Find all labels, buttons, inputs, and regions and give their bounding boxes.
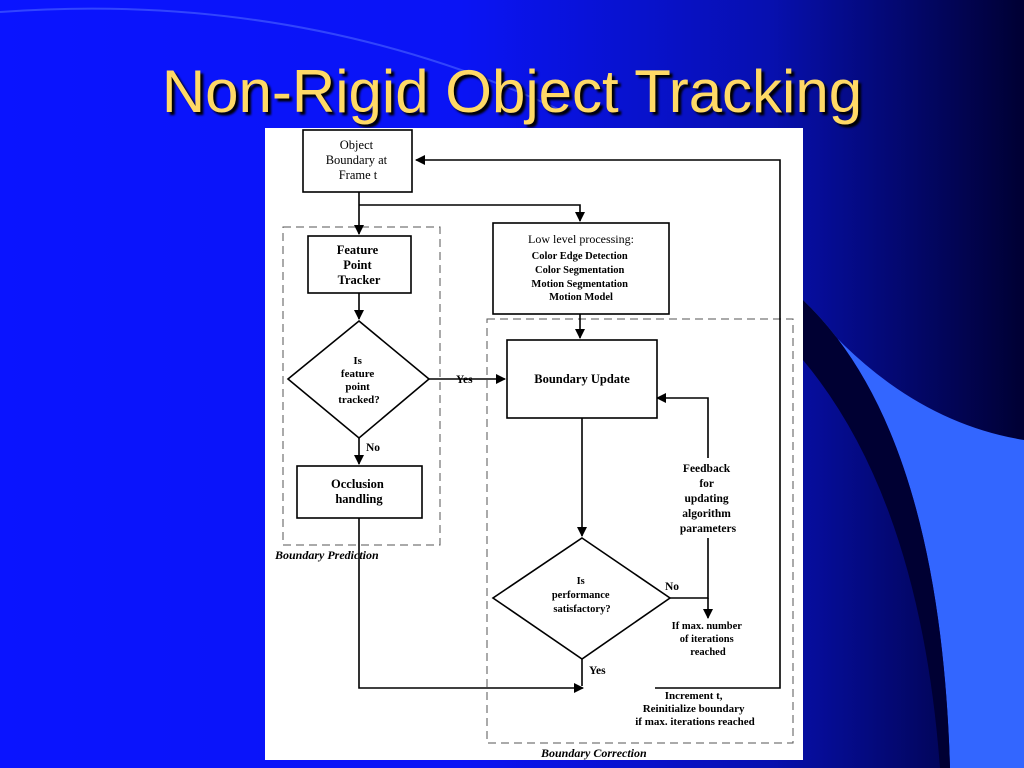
boundary-correction-region xyxy=(486,318,794,744)
caption-boundary-correction: Boundary Correction xyxy=(540,746,647,760)
svg-text:Color Edge Detection C: Color Edge Detection Color Segmentation … xyxy=(531,251,630,303)
right-swoosh xyxy=(803,300,1024,768)
increment-line-3: if max. iterations reached xyxy=(635,716,755,728)
svg-text:If max. number of iter: If max. number of iterations reached xyxy=(672,621,745,658)
object-boundary-line-3: Frame t xyxy=(339,168,378,182)
max-iterations-line-3: reached xyxy=(690,647,726,658)
label-no-performance: No xyxy=(665,581,679,593)
arrow-increment-to-object xyxy=(415,155,781,689)
svg-text:Is feature poi: Is feature point tracked? xyxy=(338,355,380,406)
feedback-line-4: algorithm xyxy=(682,508,731,520)
max-iterations-line-1: If max. number xyxy=(672,621,743,632)
tracked-decision-line-1: Is xyxy=(353,355,362,367)
svg-text:Object Boundary at: Object Boundary at Frame t xyxy=(326,138,391,182)
arrow-object-to-low-level xyxy=(359,204,585,222)
feedback-line-2: for xyxy=(699,478,714,490)
node-feature-tracked-decision: Is feature point tracked? xyxy=(286,319,431,440)
node-occlusion-handling: Occlusion handling xyxy=(296,465,423,519)
low-level-heading: Low level processing: xyxy=(528,232,634,246)
max-iterations-line-2: of iterations xyxy=(680,634,734,645)
flowchart-panel: Object Boundary at Frame t Feature Point… xyxy=(265,128,803,760)
performance-line-2: performance xyxy=(552,590,610,601)
low-level-item-1: Color Edge Detection xyxy=(532,251,628,262)
occlusion-line-1: Occlusion xyxy=(331,477,384,491)
node-object-boundary: Object Boundary at Frame t xyxy=(302,129,413,193)
low-level-item-2: Color Segmentation xyxy=(535,265,625,276)
label-yes-tracked: Yes xyxy=(456,374,473,386)
feedback-line-3: updating xyxy=(685,493,729,505)
tracked-decision-line-4: tracked? xyxy=(338,394,380,406)
performance-line-3: satisfactory? xyxy=(553,604,610,615)
svg-text:Boundary Update: Boundary Update xyxy=(534,372,630,386)
feature-tracker-line-3: Tracker xyxy=(338,273,381,287)
node-low-level-processing: Low level processing: Color Edge Detecti… xyxy=(492,222,670,315)
svg-text:Feedback for u: Feedback for updating algorithm paramete… xyxy=(680,463,737,535)
node-boundary-update: Boundary Update xyxy=(506,339,658,419)
low-level-item-3: Motion Segmentation xyxy=(531,279,628,290)
label-no-tracked: No xyxy=(366,442,380,454)
caption-boundary-prediction: Boundary Prediction xyxy=(274,548,379,562)
feature-tracker-line-2: Point xyxy=(343,258,372,272)
object-boundary-line-2: Boundary at xyxy=(326,153,388,167)
feature-tracker-line-1: Feature xyxy=(337,243,379,257)
low-level-item-4: Motion Model xyxy=(549,292,613,303)
svg-text:Occlusion handling: Occlusion handling xyxy=(331,477,387,506)
flowchart: Object Boundary at Frame t Feature Point… xyxy=(274,129,794,760)
tracked-decision-line-2: feature xyxy=(341,368,375,380)
svg-text:Feature Point: Feature Point Tracker xyxy=(337,243,382,287)
svg-text:Is performance: Is performance satisfactory? xyxy=(552,576,612,615)
node-feature-point-tracker: Feature Point Tracker xyxy=(307,235,412,294)
arrow-occlusion-to-increment xyxy=(358,518,584,693)
object-boundary-line-1: Object xyxy=(340,138,374,152)
right-swoosh-dark xyxy=(803,300,950,768)
tracked-decision-line-3: point xyxy=(345,381,370,393)
feedback-line-5: parameters xyxy=(680,523,737,535)
label-feedback: Feedback for updating algorithm paramete… xyxy=(663,458,753,538)
occlusion-line-2: handling xyxy=(335,492,383,506)
corner-highlight-swoosh xyxy=(0,7,561,111)
slide-title: Non-Rigid Object Tracking xyxy=(161,58,863,125)
increment-line-2: Reinitialize boundary xyxy=(643,703,745,715)
node-increment: Increment t, Reinitialize boundary if ma… xyxy=(635,690,755,728)
increment-line-1: Increment t, xyxy=(665,690,723,702)
performance-line-1: Is xyxy=(577,576,585,587)
node-performance-decision: Is performance satisfactory? xyxy=(491,537,672,660)
label-max-iterations: If max. number of iterations reached xyxy=(672,621,745,658)
boundary-update-label: Boundary Update xyxy=(534,372,630,386)
label-yes-performance: Yes xyxy=(589,665,606,677)
svg-text:Low level processing:: Low level processing: xyxy=(528,232,634,246)
svg-text:Increment t, Reinitial: Increment t, Reinitialize boundary if ma… xyxy=(635,690,755,728)
feedback-line-1: Feedback xyxy=(683,463,731,475)
